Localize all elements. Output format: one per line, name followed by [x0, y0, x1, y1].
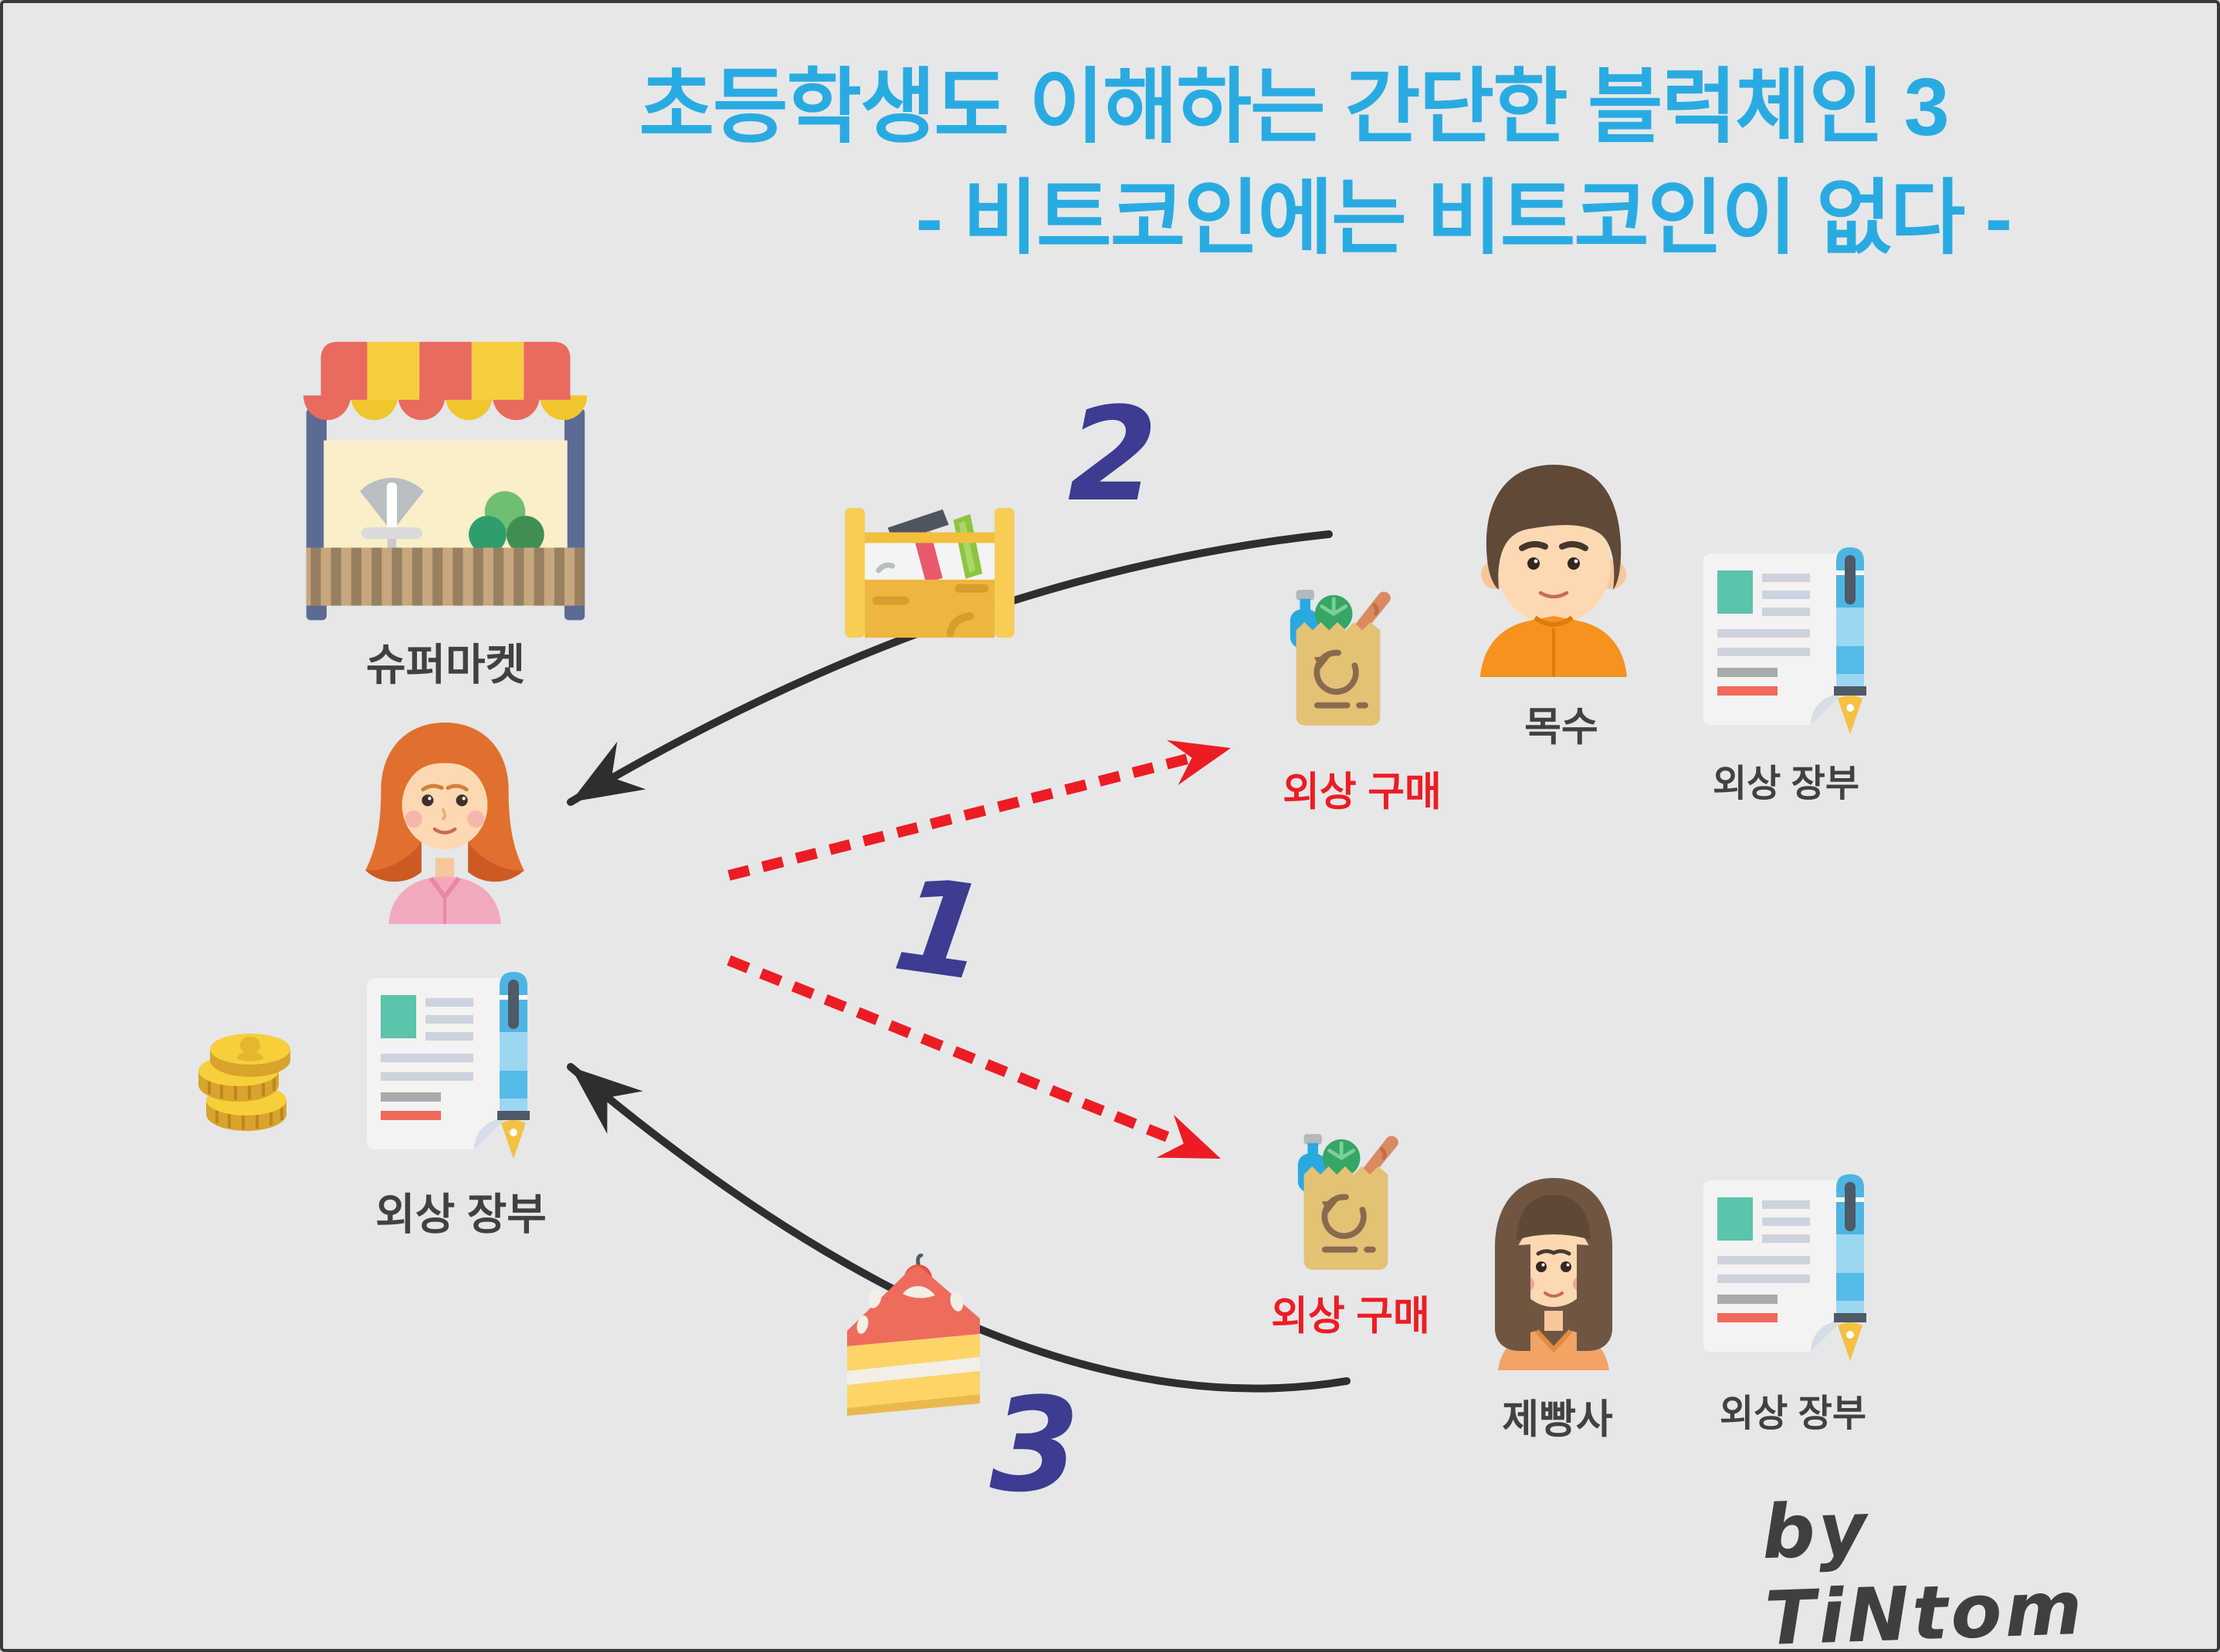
baker-purchase-label: 외상 구매 — [1271, 1294, 1430, 1339]
arrow-credit-to-carpenter — [727, 753, 1189, 881]
woman-avatar-icon — [365, 723, 524, 924]
market-stall-icon — [303, 341, 588, 621]
arrowhead-credit-to-carpenter — [1167, 740, 1231, 785]
gold-coins-icon — [198, 1034, 290, 1131]
arrowhead-cake-to-shopper — [571, 1067, 643, 1134]
arrowhead-toolbox-to-shopper — [571, 741, 646, 802]
baker-name-label: 제빵사 — [1502, 1397, 1613, 1443]
ledger-with-pen-icon — [1703, 1174, 1866, 1361]
arrow-cake-to-shopper — [567, 1063, 1351, 1393]
arrow-credit-to-baker — [727, 955, 1181, 1147]
grocery-bag-icon — [1290, 590, 1391, 726]
shopper-ledger-label: 외상 장부 — [375, 1190, 547, 1239]
ledger-with-pen-icon — [367, 972, 530, 1159]
ledger-with-pen-icon — [1703, 547, 1866, 734]
cake-slice-icon — [847, 1254, 980, 1416]
step-number-2: 2 — [1067, 379, 1158, 530]
boy-avatar-icon — [1480, 465, 1627, 677]
baker-ledger-label: 외상 장부 — [1720, 1393, 1866, 1434]
page-title-line1: 초등학생도 이해하는 간단한 블럭체인 3 — [639, 62, 1949, 153]
page-title-line2: - 비트코인에는 비트코인이 없다 - — [915, 173, 2012, 264]
transaction-arrows-layer — [567, 530, 1351, 1393]
girl-avatar-icon — [1495, 1178, 1612, 1370]
step-number-3: 3 — [989, 1369, 1080, 1521]
carpenter-ledger-label: 외상 장부 — [1713, 763, 1859, 804]
toolbox-icon — [845, 507, 1015, 638]
supermarket-label: 슈퍼마켓 — [365, 640, 526, 689]
grocery-bag-icon — [1297, 1134, 1398, 1270]
arrowhead-credit-to-baker — [1156, 1114, 1221, 1159]
carpenter-name-label: 목수 — [1524, 705, 1598, 750]
author-signature: by TiNtom — [1760, 1485, 2087, 1652]
carpenter-purchase-label: 외상 구매 — [1283, 770, 1442, 815]
